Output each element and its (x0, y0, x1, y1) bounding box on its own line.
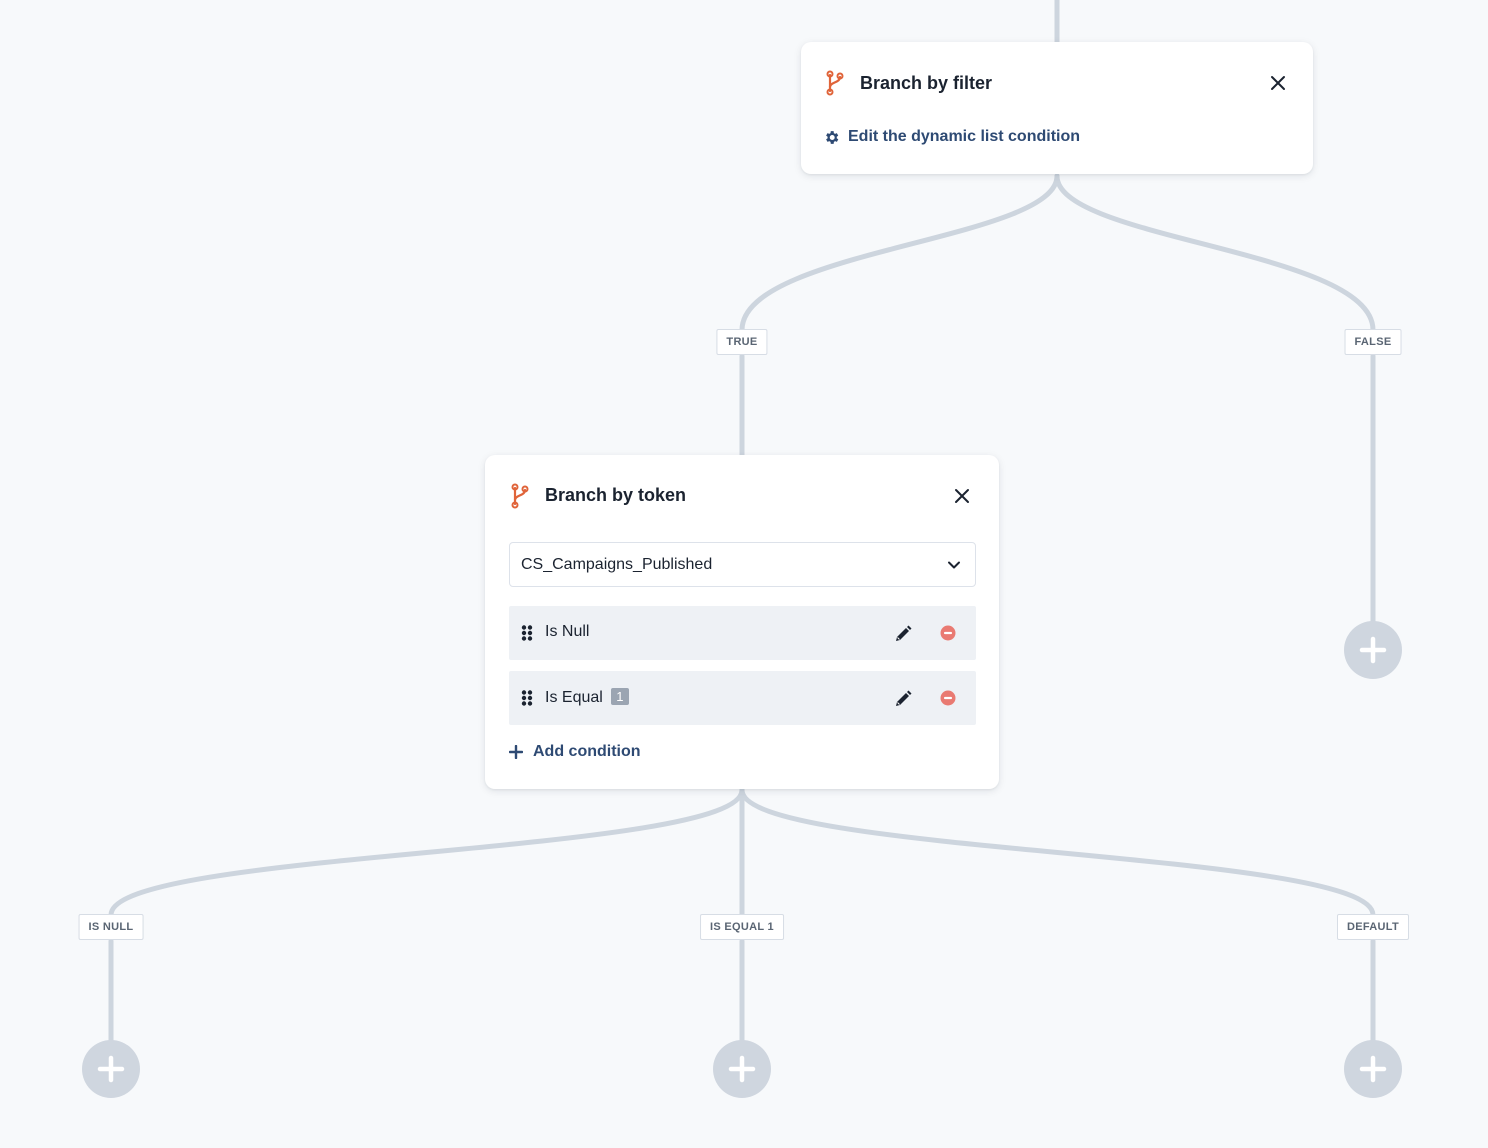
condition-label: Is Null (545, 623, 590, 640)
gear-icon (826, 130, 839, 144)
minus-circle-icon[interactable] (940, 690, 956, 706)
branch-by-token-card: Branch by token CS_Campaigns_Published I… (485, 455, 999, 789)
add-step-button-default[interactable] (1344, 1040, 1402, 1098)
edit-link-label: Edit the dynamic list condition (848, 128, 1081, 145)
connector-filter-false (1054, 173, 1376, 333)
connector-token-isnull (108, 787, 745, 918)
add-condition-label: Add condition (533, 743, 641, 760)
drag-handle-icon[interactable] (521, 690, 533, 706)
edge-label-default: DEFAULT (1336, 914, 1410, 940)
condition-value-badge: 1 (610, 688, 629, 705)
branch-by-filter-card: Branch by filter Edit the dynamic list c… (801, 42, 1313, 174)
edge-label-false: FALSE (1344, 329, 1402, 355)
chevron-down-icon (948, 561, 960, 569)
close-icon[interactable] (1267, 72, 1289, 94)
add-step-button-is-null[interactable] (82, 1040, 140, 1098)
branch-fork-icon (826, 70, 844, 96)
plus-icon (97, 1055, 125, 1083)
edit-dynamic-list-condition-link[interactable]: Edit the dynamic list condition (823, 128, 1080, 146)
card-title: Branch by token (545, 485, 687, 505)
plus-icon (728, 1055, 756, 1083)
add-condition-button[interactable]: Add condition (509, 743, 641, 761)
token-select-value: CS_Campaigns_Published (521, 555, 713, 573)
edge-label-true: TRUE (716, 329, 768, 355)
plus-icon (1359, 636, 1387, 664)
plus-icon (1359, 1055, 1387, 1083)
add-step-button-is-equal[interactable] (713, 1040, 771, 1098)
token-select[interactable]: CS_Campaigns_Published (509, 542, 976, 587)
close-icon[interactable] (951, 485, 973, 507)
connector-token-default (739, 787, 1376, 918)
drag-handle-icon[interactable] (521, 625, 533, 641)
minus-circle-icon[interactable] (940, 625, 956, 641)
condition-row: Is Null (509, 606, 976, 660)
pencil-icon[interactable] (893, 689, 913, 709)
card-title: Branch by filter (860, 73, 993, 93)
pencil-icon[interactable] (893, 624, 913, 644)
edge-label-is-equal: IS EQUAL 1 (700, 914, 784, 940)
branch-fork-icon (511, 483, 529, 509)
edge-label-is-null: IS NULL (78, 914, 144, 940)
add-step-button-false[interactable] (1344, 621, 1402, 679)
connector-filter-true (739, 173, 1060, 333)
plus-icon (509, 745, 523, 759)
